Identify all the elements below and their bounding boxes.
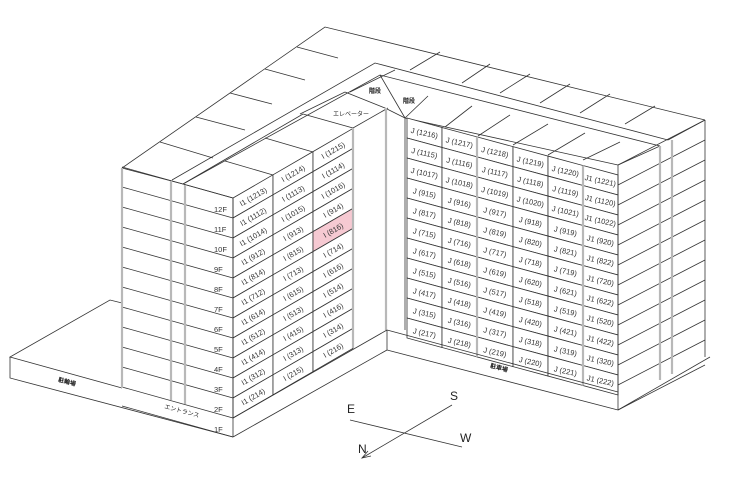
ground-base [232, 329, 711, 438]
compass-west: W [460, 431, 472, 445]
floor-line [617, 259, 706, 306]
floor-label: 7F [214, 305, 223, 314]
floor-label: 5F [214, 345, 223, 354]
floor-label: 1F [214, 425, 223, 434]
floor-line [617, 239, 706, 286]
east-west-axis [349, 419, 463, 448]
compass-east: E [347, 402, 355, 416]
floor-label: 12F [214, 205, 227, 214]
south-north-axis [361, 404, 453, 459]
floor-line [121, 286, 234, 319]
floor-line [617, 364, 706, 411]
floor-line [121, 346, 234, 379]
left-block-units: I1 (1213)I1 (1112)I1 (1014)I1 (912)I1 (8… [232, 127, 354, 419]
floor-line [617, 139, 706, 186]
floor-label: 9F [214, 265, 223, 274]
floor-line [617, 179, 706, 226]
north-arrow-icon [360, 450, 372, 459]
floor-line [617, 219, 706, 266]
floor-line [121, 166, 234, 199]
stairs-label-2: 階段 [403, 97, 415, 105]
bicycle-parking-label: 駐輪場 [57, 376, 76, 388]
floor-line [617, 199, 706, 246]
elevator-label: エレベーター [333, 110, 369, 118]
compass: E S W N [347, 389, 472, 459]
floor-line [121, 266, 234, 299]
floor-label: 6F [214, 325, 223, 334]
left-wing-side-face: 12F 11F 10F 9F 8F 7F 6F 5F 4F 3F 2F 1F [121, 166, 234, 438]
floor-line [617, 119, 706, 166]
floor-label: 4F [214, 365, 223, 374]
right-wing-side-face [617, 119, 706, 411]
floor-line [617, 339, 706, 386]
floor-line [121, 306, 234, 339]
floor-line [617, 279, 706, 326]
floor-line [617, 299, 706, 346]
compass-north: N [358, 442, 367, 456]
floor-line [121, 206, 234, 239]
floor-label: 2F [214, 405, 223, 414]
pillars [120, 108, 706, 437]
unit-cell[interactable] [312, 327, 354, 373]
bicycle-parking-platform [8, 299, 234, 438]
stairs-label-1: 階段 [369, 87, 381, 95]
floor-line [617, 159, 706, 206]
floor-line [121, 246, 234, 279]
floor-line [121, 226, 234, 259]
floor-line [121, 386, 234, 419]
right-block-units: J (1216)J (1115)J (1017)J (915)J (817)J … [406, 117, 619, 396]
floor-line [121, 405, 234, 438]
entrance-label: エントランス [163, 403, 199, 419]
floor-line [121, 366, 234, 399]
floor-line [617, 319, 706, 366]
compass-south: S [450, 389, 458, 403]
floor-line [121, 326, 234, 359]
floor-label: 3F [214, 385, 223, 394]
floor-label: 8F [214, 285, 223, 294]
floor-line [121, 186, 234, 219]
floor-label: 10F [214, 245, 227, 254]
floor-label: 11F [214, 225, 227, 234]
